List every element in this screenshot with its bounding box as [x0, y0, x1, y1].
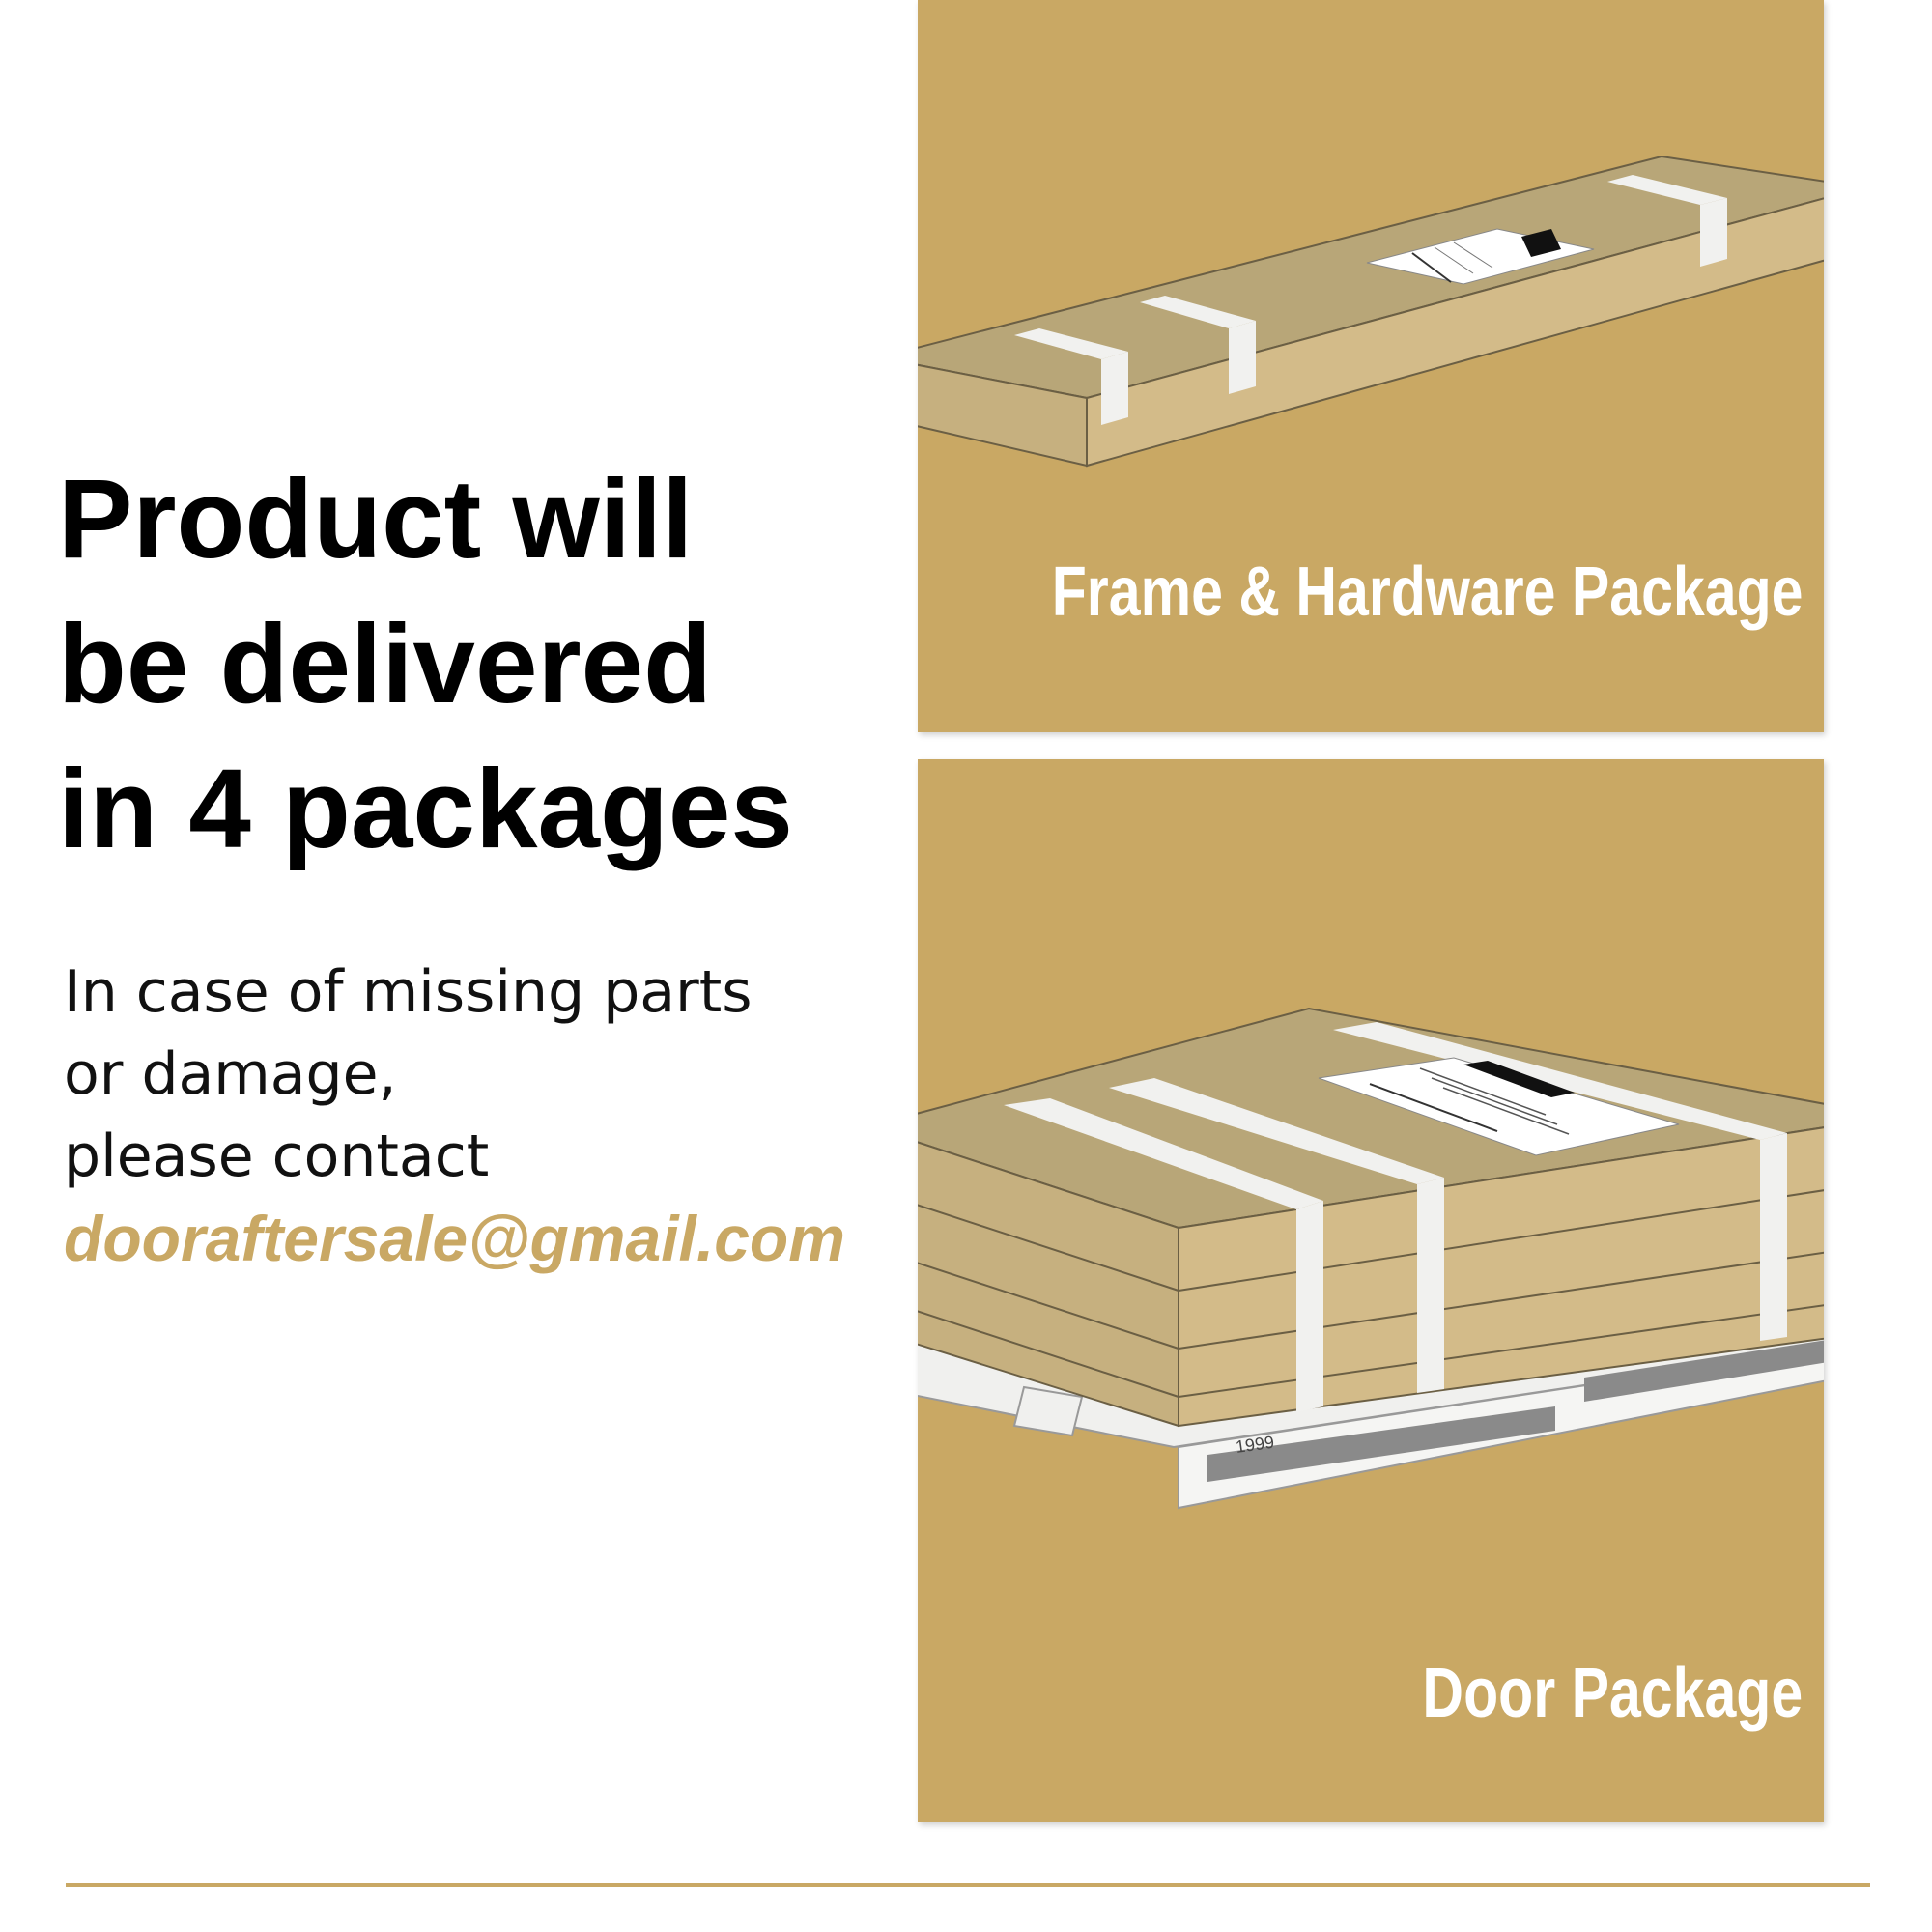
pallet-leg: [1012, 1385, 1084, 1437]
frame-box-illustration: [918, 155, 1824, 468]
frame-strap-3-side: [1700, 198, 1727, 267]
door-package-label: Door Package: [1422, 1655, 1803, 1732]
frame-strap-2: [1140, 296, 1256, 328]
frame-package-label: Frame & Hardware Package: [1051, 554, 1803, 631]
frame-strap-1-side: [1101, 352, 1128, 425]
pallet-slot-right: [1584, 1340, 1824, 1402]
frame-strap-1: [1014, 328, 1128, 359]
frame-label-barcode: [1521, 229, 1561, 257]
bottom-divider: [66, 1883, 1870, 1887]
door-strap-3: [1333, 1022, 1787, 1140]
door-strap-1: [1004, 1098, 1323, 1209]
door-box-side: [1178, 1126, 1824, 1428]
contact-line-1: In case of missing parts: [64, 958, 753, 1026]
door-strap-2: [1109, 1078, 1444, 1184]
door-shipping-label: [1318, 1057, 1680, 1156]
frame-package-panel: Frame & Hardware Package: [918, 0, 1824, 732]
door-box-illustration: 1999: [918, 1007, 1824, 1510]
frame-strap-2-side: [1229, 321, 1256, 394]
frame-strap-3: [1607, 175, 1727, 205]
contact-line-2: or damage,: [64, 1040, 397, 1108]
frame-box-side: [1086, 197, 1824, 468]
door-layer-line-1: [918, 1204, 1179, 1292]
contact-email-link[interactable]: dooraftersale@gmail.com: [64, 1203, 845, 1274]
headline: Product will be delivered in 4 packages: [58, 446, 908, 881]
door-label-barcode: [1463, 1061, 1575, 1097]
frame-label-rule: [1411, 252, 1452, 283]
door-label-line-2: [1431, 1077, 1558, 1125]
pallet-slot-left: [1208, 1406, 1555, 1482]
contact-text: In case of missing parts or damage, plea…: [64, 952, 856, 1280]
door-label-line-3: [1442, 1087, 1570, 1135]
contact-line-3: please contact: [64, 1122, 490, 1190]
door-label-rule: [1369, 1083, 1498, 1132]
frame-label-line-2: [1453, 242, 1493, 269]
headline-line-1: Product will: [58, 456, 694, 582]
door-strap-3-side: [1760, 1133, 1787, 1341]
door-label-line-1: [1419, 1067, 1547, 1116]
door-layer-line-3: [918, 1262, 1179, 1350]
door-package-panel: 1999 Door Package: [918, 759, 1824, 1822]
headline-line-2: be delivered: [58, 601, 712, 726]
door-strap-1-side: [1296, 1201, 1323, 1412]
frame-label-line-1: [1434, 246, 1474, 274]
door-layer-line-5: [918, 1310, 1179, 1398]
door-strap-2-side: [1417, 1178, 1444, 1393]
headline-line-3: in 4 packages: [58, 746, 793, 871]
